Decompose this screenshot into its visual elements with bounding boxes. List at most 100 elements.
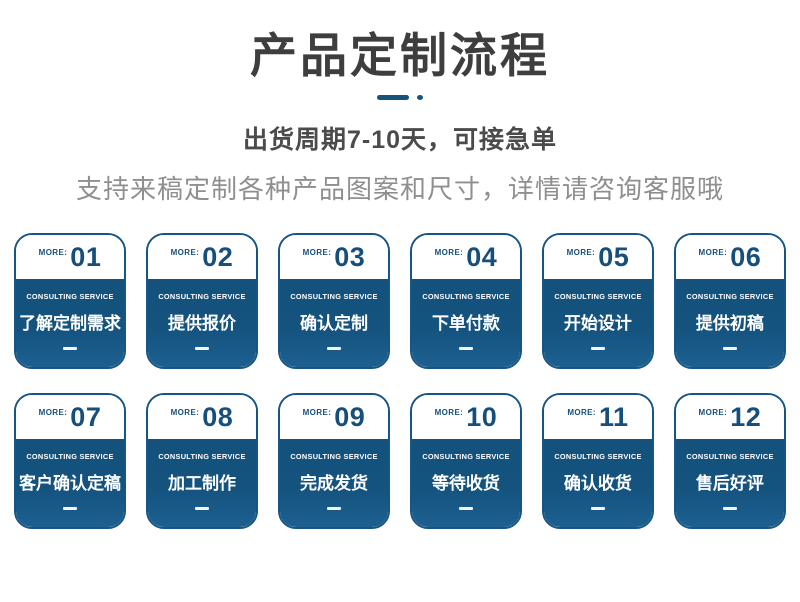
step-card-header: MORE:10 [411, 395, 520, 440]
step-label: 提供初稿 [695, 314, 764, 334]
step-card-body: CONSULTING SERVICE 等待收货 [411, 439, 520, 528]
more-label: MORE: [170, 247, 200, 257]
consulting-service-label: CONSULTING SERVICE [686, 292, 774, 302]
page-title: 产品定制流程 [250, 29, 550, 82]
step-number: 08 [202, 401, 234, 432]
step-card-header: MORE:08 [147, 395, 256, 440]
more-label: MORE: [698, 407, 728, 417]
step-number: 05 [598, 241, 630, 272]
step-card-header: MORE:07 [16, 395, 124, 440]
step-dash-icon [590, 347, 605, 351]
step-card-body: CONSULTING SERVICE 提供报价 [147, 279, 256, 368]
step-card-header: MORE:02 [147, 235, 256, 280]
step-label: 等待收货 [431, 474, 500, 494]
step-label: 确认收货 [563, 474, 632, 494]
step-label: 完成发货 [299, 474, 368, 494]
step-card-header: MORE:12 [675, 395, 784, 440]
step-dash-icon [326, 507, 341, 511]
step-label: 下单付款 [431, 314, 500, 334]
step-card-body: CONSULTING SERVICE 确认定制 [279, 279, 388, 368]
step-dash-icon [458, 507, 473, 511]
step-number: 02 [202, 241, 234, 272]
more-label: MORE: [38, 407, 68, 417]
consulting-service-label: CONSULTING SERVICE [26, 292, 114, 302]
step-number: 01 [70, 241, 102, 272]
more-label: MORE: [434, 407, 464, 417]
step-number: 10 [466, 401, 498, 432]
step-number: 07 [70, 401, 102, 432]
consulting-service-label: CONSULTING SERVICE [686, 452, 774, 462]
consulting-service-label: CONSULTING SERVICE [554, 452, 642, 462]
step-card-header: MORE:11 [543, 395, 652, 440]
step-card-header: MORE:04 [411, 235, 520, 280]
more-label: MORE: [302, 247, 332, 257]
consulting-service-label: CONSULTING SERVICE [158, 452, 246, 462]
step-dash-icon [194, 507, 209, 511]
step-dash-icon [722, 347, 737, 351]
step-number: 09 [334, 401, 366, 432]
title-divider [0, 94, 800, 100]
consulting-service-label: CONSULTING SERVICE [26, 452, 114, 462]
step-card-body: CONSULTING SERVICE 加工制作 [147, 439, 256, 528]
divider-dash-icon [377, 94, 409, 100]
step-dash-icon [590, 507, 605, 511]
step-number: 03 [334, 241, 366, 272]
more-label: MORE: [302, 407, 332, 417]
step-label: 确认定制 [299, 314, 368, 334]
step-label: 开始设计 [563, 314, 632, 334]
step-dash-icon [194, 347, 209, 351]
product-customization-infographic: 产品定制流程 出货周期7-10天，可接急单 支持来稿定制各种产品图案和尺寸，详情… [0, 28, 800, 602]
step-label: 了解定制需求 [18, 314, 121, 334]
step-label: 加工制作 [167, 474, 236, 494]
more-label: MORE: [567, 407, 596, 417]
more-label: MORE: [698, 247, 728, 257]
consulting-service-label: CONSULTING SERVICE [422, 292, 510, 302]
consulting-service-label: CONSULTING SERVICE [158, 292, 246, 302]
step-card-body: CONSULTING SERVICE 确认收货 [543, 439, 652, 528]
divider-dot-icon [417, 94, 423, 100]
step-label: 售后好评 [695, 474, 764, 494]
step-number: 06 [730, 241, 762, 272]
shipping-cycle-subtitle: 出货周期7-10天，可接急单 [242, 126, 558, 155]
step-card-body: CONSULTING SERVICE 了解定制需求 [15, 279, 124, 368]
step-card-body: CONSULTING SERVICE 客户确认定稿 [15, 439, 124, 528]
step-card-body: CONSULTING SERVICE 完成发货 [279, 439, 388, 528]
step-label: 提供报价 [167, 314, 236, 334]
step-card-body: CONSULTING SERVICE 开始设计 [543, 279, 652, 368]
step-dash-icon [62, 507, 77, 511]
step-card-header: MORE:06 [675, 235, 784, 280]
step-card-header: MORE:09 [279, 395, 388, 440]
more-label: MORE: [170, 407, 200, 417]
step-card-body: CONSULTING SERVICE 下单付款 [411, 279, 520, 368]
consulting-service-label: CONSULTING SERVICE [554, 292, 642, 302]
consulting-service-label: CONSULTING SERVICE [290, 292, 378, 302]
step-card-header: MORE:01 [16, 235, 124, 280]
step-label: 客户确认定稿 [18, 474, 121, 494]
more-label: MORE: [434, 247, 464, 257]
step-dash-icon [62, 347, 77, 351]
step-number: 04 [466, 241, 498, 272]
step-number: 12 [730, 401, 762, 432]
consulting-service-label: CONSULTING SERVICE [422, 452, 510, 462]
step-card-header: MORE:05 [543, 235, 652, 280]
more-label: MORE: [38, 247, 68, 257]
more-label: MORE: [566, 247, 596, 257]
step-dash-icon [458, 347, 473, 351]
step-card-header: MORE:03 [279, 235, 388, 280]
consulting-service-label: CONSULTING SERVICE [290, 452, 378, 462]
step-number: 11 [598, 401, 629, 432]
step-card-body: CONSULTING SERVICE 提供初稿 [675, 279, 784, 368]
